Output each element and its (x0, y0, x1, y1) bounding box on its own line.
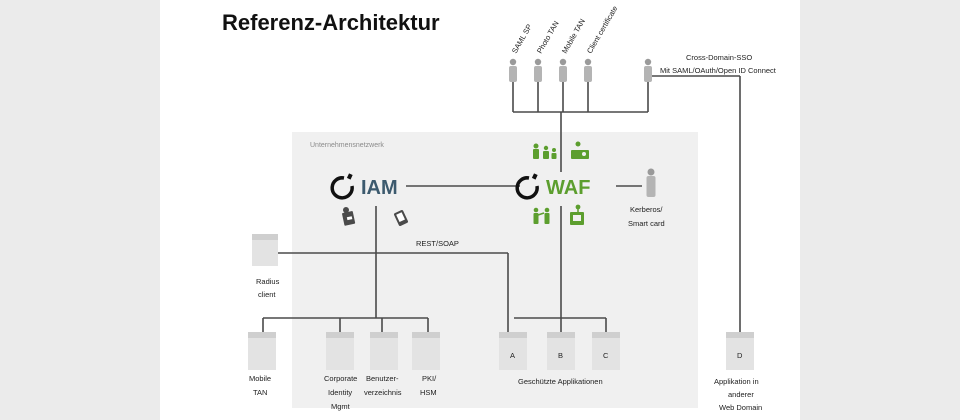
connection-lines (262, 75, 741, 332)
user-label-photo-tan: Photo TAN (535, 19, 561, 55)
backend-label-mobile-tan-line1: Mobile (249, 374, 271, 383)
backend-box-corporate-identity (326, 332, 354, 370)
sso-label-line1: Cross-Domain-SSO (686, 53, 752, 62)
enterprise-network-zone (292, 132, 698, 408)
user-figure-photo-tan (534, 58, 542, 82)
radius-label-line1: Radius (256, 277, 280, 286)
iam-node: IAM (330, 173, 408, 226)
user-figure-client-certificate (584, 58, 592, 82)
waf-maintenance-icon (571, 141, 589, 159)
backend-label-user-directory-line2: verzeichnis (364, 388, 402, 397)
iam-logo-icon (330, 173, 354, 200)
external-app-label-line3: Web Domain (719, 403, 762, 412)
external-app-label-line2: anderer (728, 390, 754, 399)
backend-label-mobile-tan-line2: TAN (253, 388, 267, 397)
kerberos-user-figure (646, 168, 656, 197)
user-label-client-certificate: Client certificate (585, 4, 619, 55)
waf-users-group-icon (533, 143, 557, 159)
waf-fighting-icon (533, 207, 550, 224)
user-label-mobile-tan: Mobile TAN (560, 17, 587, 55)
radius-client-box (252, 234, 278, 266)
user-label-saml-sp: SAML SP (510, 23, 534, 55)
protected-app-b: B (547, 332, 575, 370)
external-app-d-letter: D (737, 351, 743, 360)
right-letterbox (800, 0, 960, 420)
slide-title: Referenz-Architektur (222, 10, 440, 35)
backend-box-pki-hsm (412, 332, 440, 370)
protected-app-a-letter: A (510, 351, 515, 360)
protected-apps-caption: Geschützte Applikationen (518, 377, 603, 386)
backend-label-corporate-line3: Mgmt (331, 402, 351, 411)
rest-soap-label: REST/SOAP (416, 239, 459, 248)
radius-label-line2: client (258, 290, 276, 299)
backend-label-corporate-line1: Corporate (324, 374, 357, 383)
left-letterbox (0, 0, 160, 420)
protected-app-c-letter: C (603, 351, 609, 360)
backend-label-user-directory-line1: Benutzer- (366, 374, 399, 383)
user-figure-saml-sp (509, 58, 517, 82)
kerberos-label-line1: Kerberos/ (630, 205, 663, 214)
enterprise-network-label: Unternehmensnetzwerk (310, 142, 384, 149)
user-figure-sso (644, 58, 652, 82)
user-figure-mobile-tan (559, 58, 567, 82)
protected-app-a: A (499, 332, 527, 370)
protected-app-c: C (592, 332, 620, 370)
backend-label-pki-hsm-line1: PKI/ (422, 374, 437, 383)
iam-brand: IAM (361, 177, 398, 199)
waf-logo-icon (515, 173, 539, 200)
backend-label-corporate-line2: Identity (328, 388, 352, 397)
phone-device-icon (394, 210, 408, 226)
slide: Referenz-Architektur Unternehmensnetzwer… (160, 0, 800, 420)
backend-box-user-directory (370, 332, 398, 370)
backend-box-mobile-tan (248, 332, 276, 370)
kerberos-label-line2: Smart card (628, 219, 665, 228)
sso-label-line2: Mit SAML/OAuth/Open ID Connect (660, 66, 777, 75)
waf-inspection-icon (570, 204, 584, 225)
waf-node: WAF (515, 141, 590, 225)
external-app-d: D (726, 332, 754, 370)
card-device-icon (342, 207, 356, 226)
waf-brand: WAF (546, 177, 590, 199)
protected-app-b-letter: B (558, 351, 563, 360)
backend-label-pki-hsm-line2: HSM (420, 388, 437, 397)
architecture-diagram: Referenz-Architektur Unternehmensnetzwer… (222, 4, 777, 412)
external-app-label-line1: Applikation in (714, 377, 759, 386)
